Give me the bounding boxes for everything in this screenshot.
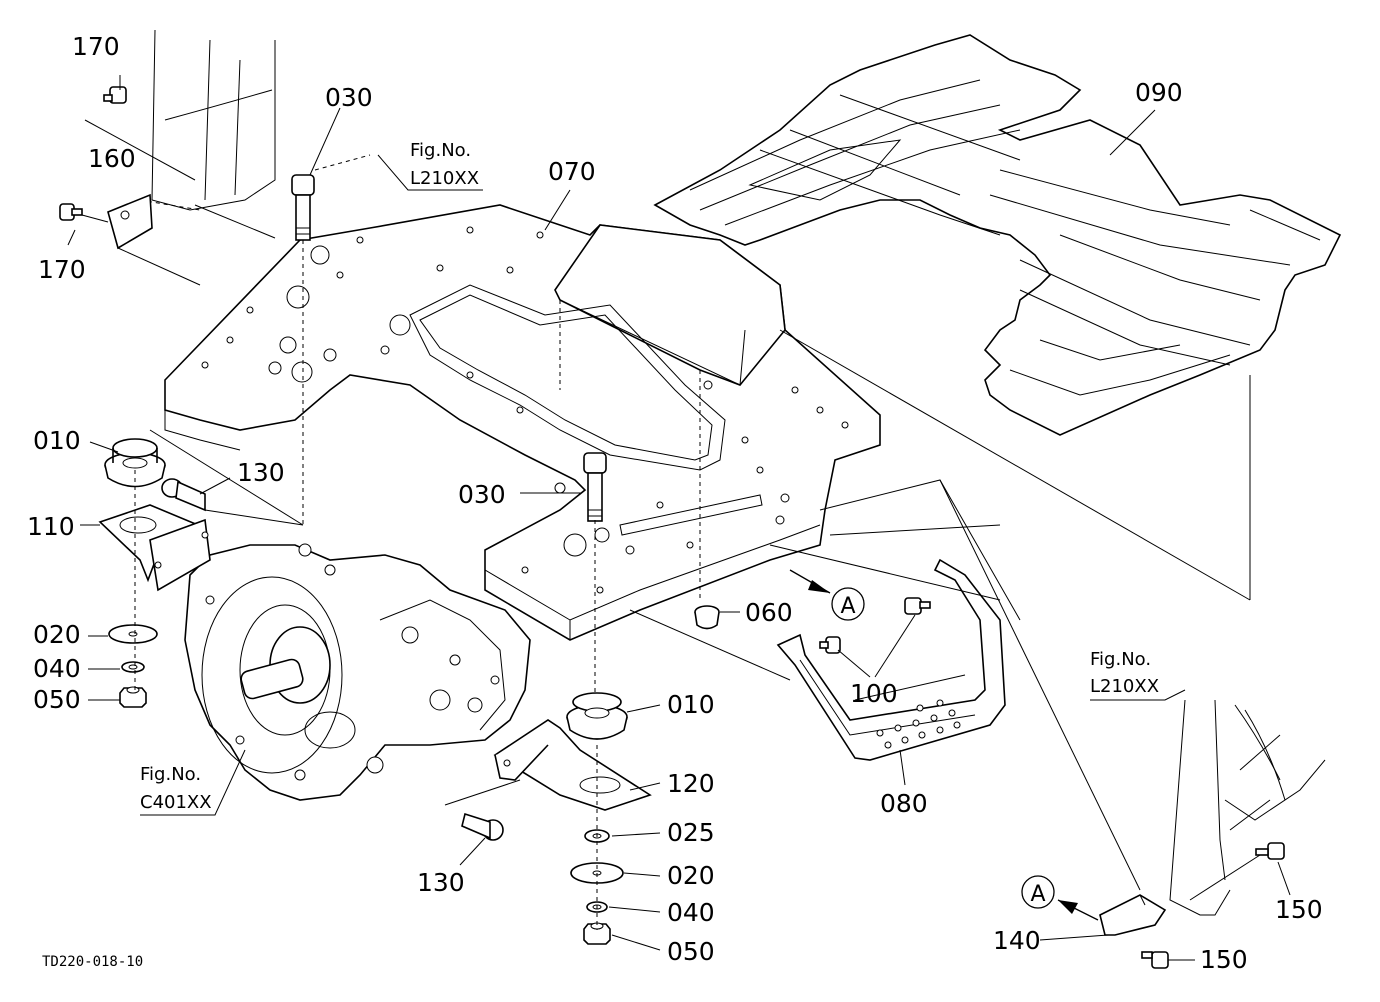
bolt-130-lower <box>461 812 504 841</box>
fig-ref-2-line1: Fig.No. <box>1090 649 1151 670</box>
callout-120: 120 <box>667 769 715 798</box>
callout-170-left: 170 <box>38 255 86 284</box>
floor-plate-holes <box>201 226 849 594</box>
drawing-code: TD220-018-10 <box>42 954 143 970</box>
bolt-150-lower <box>1141 951 1169 969</box>
callout-130-left: 130 <box>237 458 285 487</box>
nut-050-center <box>583 922 611 945</box>
fig-ref-3-line1: Fig.No. <box>140 764 201 785</box>
callout-070: 070 <box>548 157 596 186</box>
callout-040-center: 040 <box>667 898 715 927</box>
callout-140: 140 <box>993 926 1041 955</box>
washer-020-left <box>108 624 158 644</box>
arrow-a-lower <box>1057 899 1099 921</box>
nut-050-left <box>119 686 147 708</box>
leader-130-lower-dash <box>444 779 521 806</box>
callout-010-center: 010 <box>667 690 715 719</box>
view-marker-a-lower: A <box>1021 875 1055 909</box>
callout-030-center: 030 <box>458 480 506 509</box>
callout-110: 110 <box>27 512 75 541</box>
fender-outline-right <box>1169 699 1326 916</box>
callout-080: 080 <box>880 789 928 818</box>
callout-020-left: 020 <box>33 620 81 649</box>
step-080 <box>776 558 1006 761</box>
fig-ref-leaders <box>140 154 1186 816</box>
bolt-170-left <box>59 203 83 221</box>
fig-ref-2-line2: L210XX <box>1090 676 1159 697</box>
bolt-150-upper <box>1255 842 1285 860</box>
bolt-030-top <box>291 174 315 241</box>
fig-ref-1-line1: Fig.No. <box>410 140 471 161</box>
bolt-030-center <box>583 452 607 522</box>
floor-mat-090 <box>653 34 1342 436</box>
fig-ref-3-line2: C401XX <box>140 792 212 813</box>
marker-a-lower-label: A <box>1030 882 1045 907</box>
lock-washer-040-left <box>121 661 145 673</box>
callout-090: 090 <box>1135 78 1183 107</box>
bracket-120 <box>493 719 652 811</box>
marker-a-upper-label: A <box>840 594 855 619</box>
grommet-060 <box>694 605 720 630</box>
arrow-a-upper <box>789 569 831 594</box>
callout-020-center: 020 <box>667 861 715 890</box>
callout-010-left: 010 <box>33 426 81 455</box>
callout-160: 160 <box>88 144 136 173</box>
bracket-160 <box>81 119 201 286</box>
callout-150-lower: 150 <box>1200 945 1248 974</box>
rubber-mount-010-center <box>566 692 628 740</box>
view-marker-a-upper: A <box>831 587 865 621</box>
bracket-110 <box>98 504 211 592</box>
callout-050-center: 050 <box>667 937 715 966</box>
fig-ref-1-line2: L210XX <box>410 168 479 189</box>
floor-plate-070 <box>164 204 881 641</box>
callout-040-left: 040 <box>33 654 81 683</box>
bolt-100-b <box>819 636 841 654</box>
callout-170-top: 170 <box>72 32 120 61</box>
bracket-140 <box>1099 894 1167 936</box>
bolt-170-top <box>103 86 127 104</box>
rubber-mount-010-left <box>104 438 166 488</box>
bolt-100-a <box>904 597 931 615</box>
fender-outline-left <box>139 29 276 211</box>
callout-025: 025 <box>667 818 715 847</box>
callout-060: 060 <box>745 598 793 627</box>
transmission-housing <box>184 543 531 801</box>
callout-150-upper: 150 <box>1275 895 1323 924</box>
leader-lines <box>67 75 1291 961</box>
callout-100: 100 <box>850 679 898 708</box>
bolt-130-left <box>161 478 206 512</box>
callout-030-top: 030 <box>325 83 373 112</box>
callout-050-left: 050 <box>33 685 81 714</box>
callout-130-lower: 130 <box>417 868 465 897</box>
